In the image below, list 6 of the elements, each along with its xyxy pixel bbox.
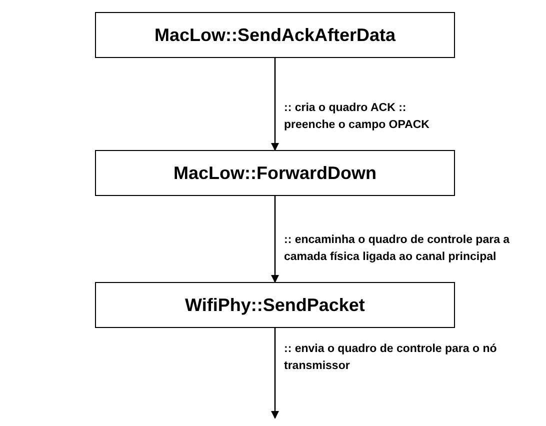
- arrow: [271, 328, 279, 419]
- arrow: [271, 58, 279, 151]
- process-box: WifiPhy::SendPacket: [95, 282, 455, 328]
- process-box: MacLow::SendAckAfterData: [95, 12, 455, 58]
- process-box: MacLow::ForwardDown: [95, 150, 455, 196]
- arrow: [271, 196, 279, 283]
